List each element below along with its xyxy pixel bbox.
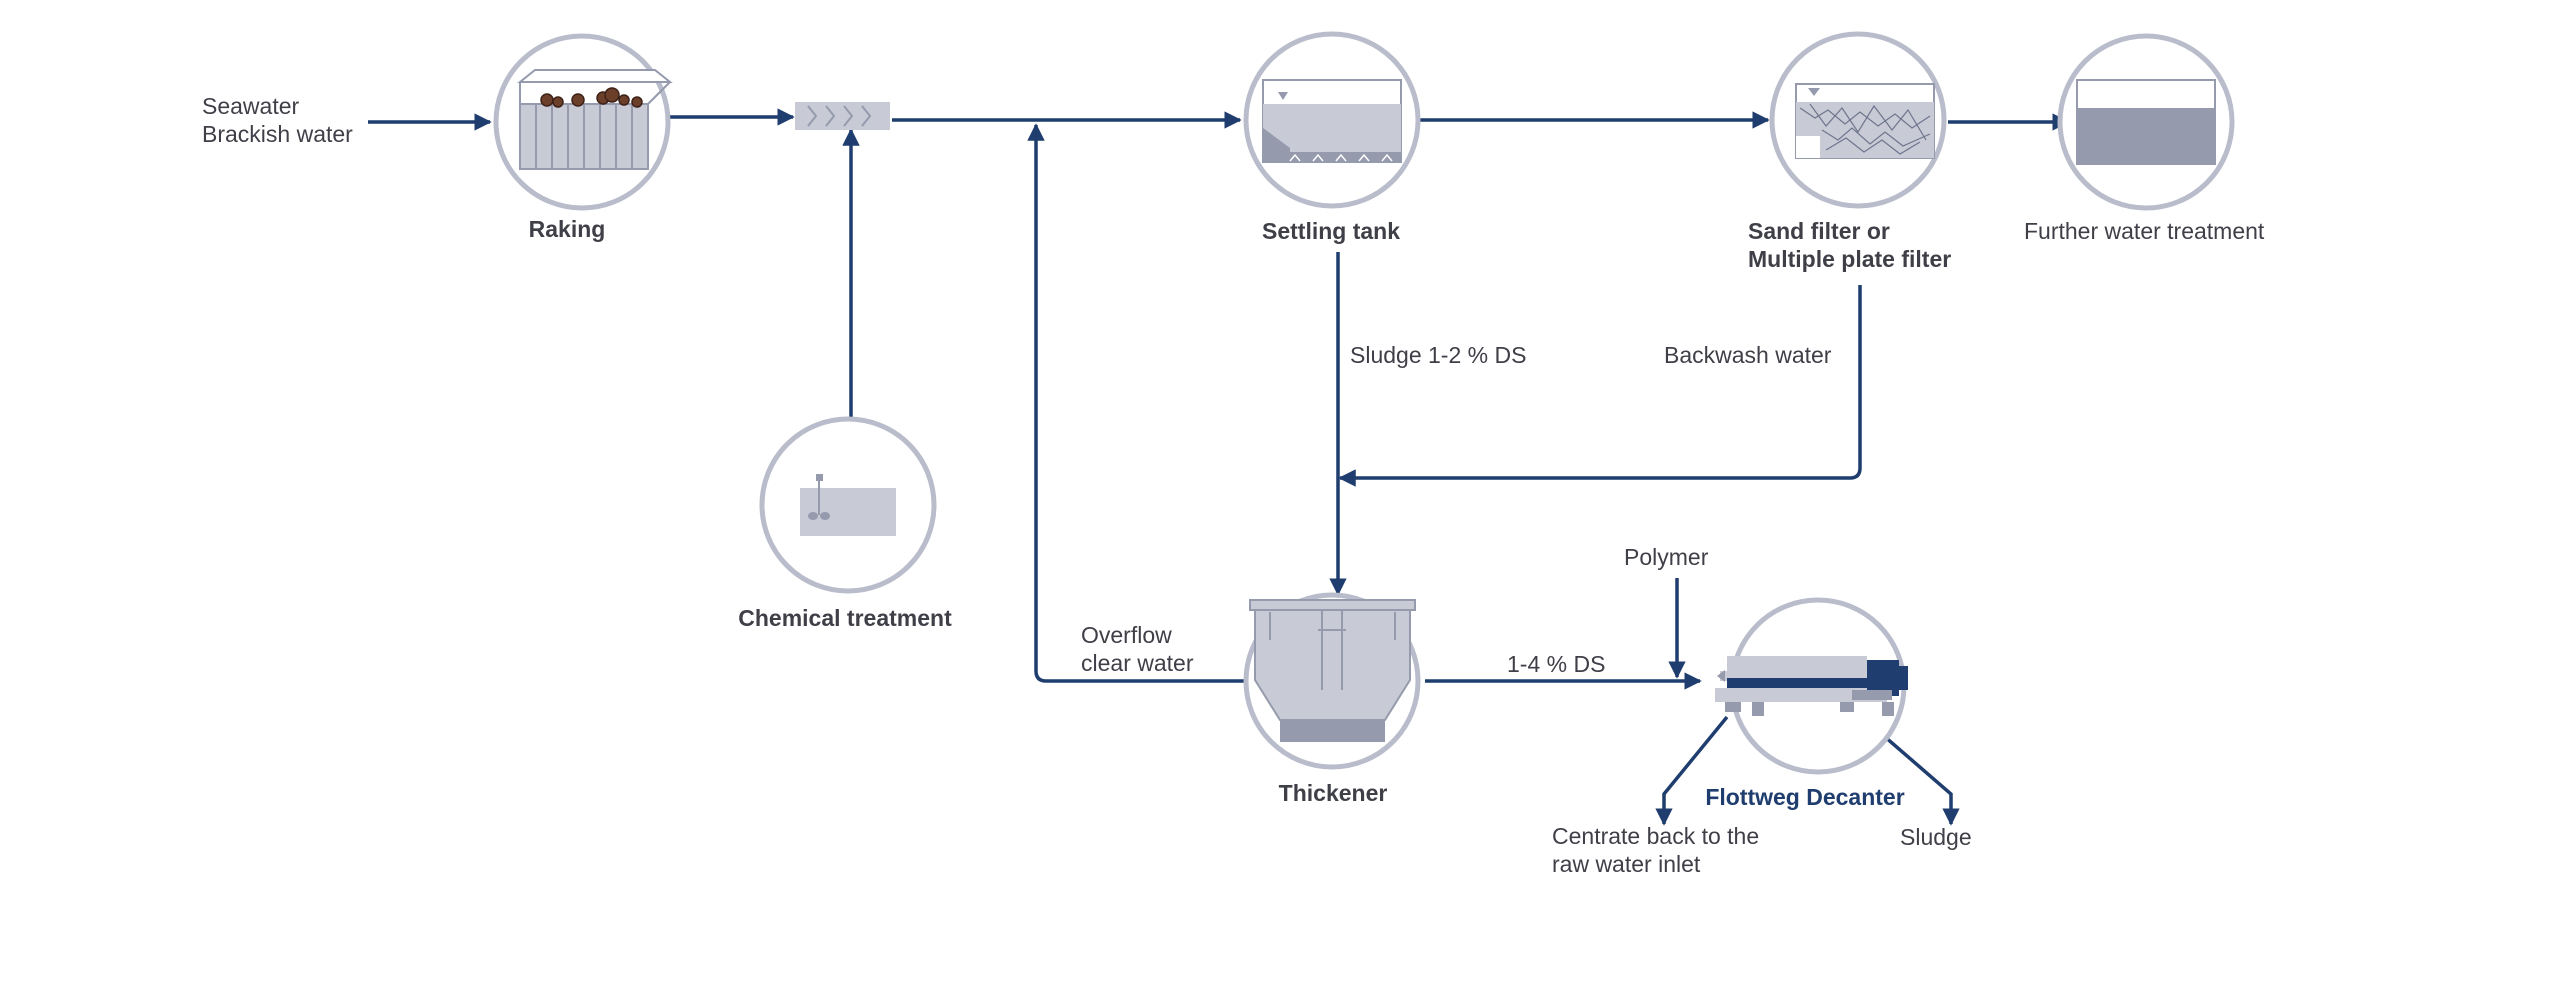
- ds-flow-label: 1-4 % DS: [1507, 651, 1606, 677]
- backwash-flow-label: Backwash water: [1664, 342, 1832, 368]
- centrate-label: Centrate back to the raw water inlet: [1552, 822, 1759, 878]
- sand-filter-label: Sand filter or Multiple plate filter: [1748, 217, 1951, 273]
- overflow-return-arrow: [1027, 123, 1250, 683]
- thickener-label: Thickener: [1278, 780, 1388, 806]
- backwash-arrow: [1338, 285, 1862, 487]
- decanter-centrifuge-icon: [1715, 656, 1908, 716]
- raking-node: [493, 33, 673, 211]
- settling-tank-icon: [1262, 79, 1402, 163]
- raking-label: Raking: [528, 216, 606, 242]
- static-mixer-icon: [795, 102, 890, 130]
- sludge-output-label: Sludge: [1900, 824, 1972, 850]
- rake-screen-icon: [517, 69, 673, 170]
- sludge-out-arrow: [1860, 715, 1960, 826]
- sand-filter-icon: [1795, 83, 1935, 159]
- chemical-treatment-label: Chemical treatment: [738, 605, 952, 631]
- overflow-line1: Overflow: [1081, 622, 1172, 648]
- centrate-line1: Centrate back to the: [1552, 823, 1760, 849]
- inlet-label: Seawater Brackish water: [202, 92, 353, 148]
- settling-tank-label: Settling tank: [1261, 218, 1401, 244]
- settling-tank-node: [1243, 31, 1421, 209]
- overflow-line2: clear water: [1081, 650, 1194, 676]
- inlet-seawater: Seawater: [202, 93, 300, 119]
- sand-filter-line2: Multiple plate filter: [1748, 246, 1952, 272]
- inlet-brackish: Brackish water: [202, 121, 353, 147]
- sludge-flow-label: Sludge 1-2 % DS: [1350, 342, 1527, 368]
- decanter-label: Flottweg Decanter: [1705, 784, 1905, 810]
- decanter-node: [1715, 597, 1908, 775]
- centrate-line2: raw water inlet: [1552, 851, 1701, 877]
- sand-filter-node: [1769, 31, 1947, 209]
- thickener-icon: [1249, 599, 1416, 742]
- thickener-node: [1243, 592, 1421, 770]
- further-treatment-node: [2057, 33, 2235, 211]
- further-treatment-label: Further water treatment: [2024, 218, 2265, 244]
- polymer-label: Polymer: [1624, 544, 1709, 570]
- dosing-tank-icon: [800, 474, 896, 536]
- chemical-treatment-node: [759, 416, 937, 594]
- water-basin-icon: [2076, 79, 2216, 165]
- sand-filter-line1: Sand filter or: [1748, 218, 1890, 244]
- centrate-arrow: [1655, 715, 1729, 826]
- overflow-label: Overflow clear water: [1081, 621, 1193, 677]
- flow-lines: [368, 108, 2070, 826]
